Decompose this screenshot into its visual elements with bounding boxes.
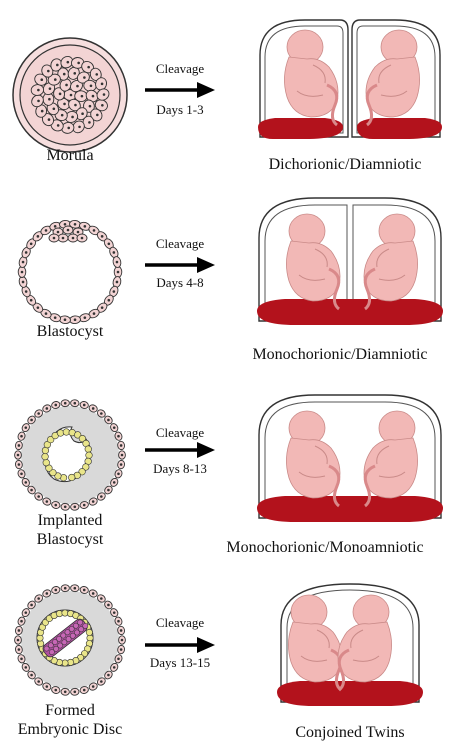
arrow-label-bottom: Days 13-15 — [149, 655, 211, 670]
arrow-label-top: Cleavage — [155, 425, 205, 440]
row-blastocyst: Blastocyst Cleavage Days 4-8 Monochorion… — [0, 185, 462, 370]
twins-conjoined-illustration — [277, 583, 423, 706]
twins-dichorionic-illustration — [258, 19, 442, 139]
implanted-blastocyst-illustration — [14, 399, 126, 511]
morula-illustration — [12, 37, 128, 153]
arrow-icon — [145, 257, 215, 273]
arrow-label-bottom: Days 4-8 — [156, 275, 204, 290]
stage-label-line: Formed — [45, 702, 95, 719]
stage-label-line: Blastocyst — [36, 531, 104, 548]
stage-label-line: Morula — [46, 147, 94, 164]
stage-label: Blastocyst — [15, 322, 125, 341]
outcome-label: Dichorionic/Diamniotic — [268, 156, 422, 173]
row-embryonic-disc: Formed Embryonic Disc Cleavage Days 13-1… — [0, 575, 462, 751]
arrow-label-top: Cleavage — [155, 236, 205, 251]
arrow-label-bottom: Days 1-3 — [156, 102, 204, 117]
outcome-label: Monochorionic/Monoamniotic — [226, 539, 424, 556]
arrow-icon — [145, 82, 215, 98]
twins-mono-di-illustration — [257, 197, 443, 325]
stage-label-line: Embryonic Disc — [17, 721, 123, 738]
outcome-label: Conjoined Twins — [295, 724, 405, 741]
blastocyst-illustration — [17, 219, 123, 325]
arrow-label-top: Cleavage — [155, 61, 205, 76]
arrow-label-top: Cleavage — [155, 615, 205, 630]
stage-label-line: Implanted — [37, 512, 103, 529]
arrow-icon — [145, 442, 215, 458]
stage-label: Implanted Blastocyst — [10, 511, 130, 549]
stage-label-line: Blastocyst — [36, 323, 104, 340]
stage-label: Morula — [20, 146, 120, 165]
arrow-label-bottom: Days 8-13 — [153, 461, 207, 476]
row-morula: Morula Cleavage Days 1-3 Dichorionic/Dia… — [0, 0, 462, 180]
row-implanted-blastocyst: Implanted Blastocyst Cleavage Days 8-13 … — [0, 385, 462, 565]
arrow-icon — [145, 637, 215, 653]
embryonic-disc-illustration — [14, 584, 126, 696]
twins-mono-mono-illustration — [257, 394, 443, 522]
stage-label: Formed Embryonic Disc — [0, 701, 140, 739]
outcome-label: Monochorionic/Diamniotic — [252, 346, 428, 363]
